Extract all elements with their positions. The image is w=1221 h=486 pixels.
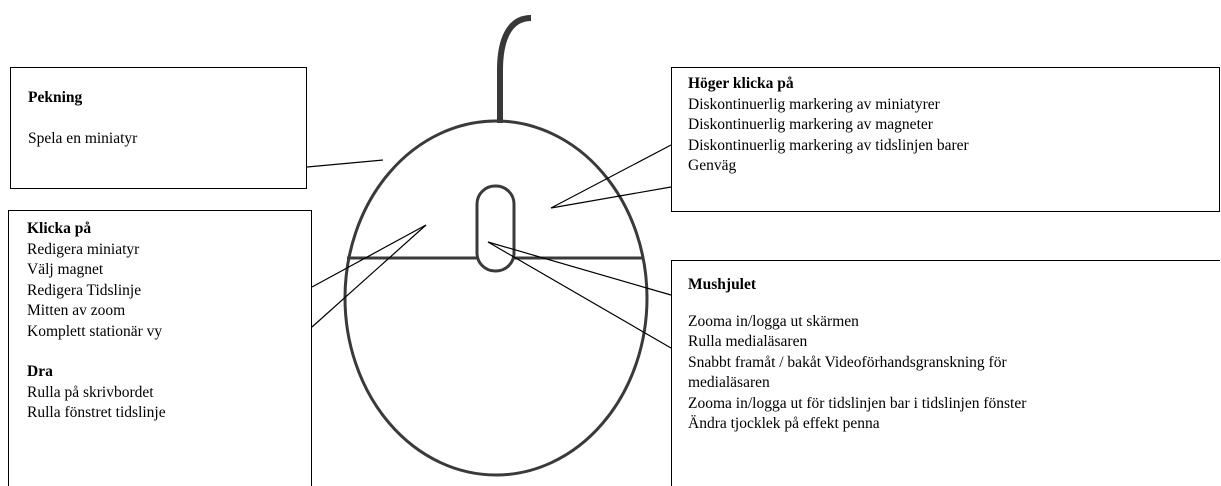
callout-click: Klicka på Redigera miniatyr Välj magnet … (8, 210, 312, 486)
callout-wheel-line: Zooma in/logga ut skärmen (688, 312, 1220, 333)
callout-drag-title: Dra (27, 362, 311, 383)
pointer-right-lower (551, 187, 671, 208)
mouse-scroll-wheel (477, 186, 514, 271)
callout-click-line: Redigera miniatyr (27, 240, 311, 261)
callout-click-line: Välj magnet (27, 260, 311, 281)
callout-wheel-line: Zooma in/logga ut för tidslinjen bar i t… (688, 394, 1220, 415)
callout-pointing-line: Spela en miniatyr (28, 129, 306, 150)
callout-right-click-line: Genväg (688, 156, 1219, 177)
pointer-right-upper (551, 145, 671, 208)
pointer-click-lower (312, 225, 426, 327)
callout-pointing-title: Pekning (28, 88, 306, 109)
callout-wheel-line: medialäsaren (688, 373, 1220, 394)
callout-click-line: Redigera Tidslinje (27, 281, 311, 302)
callout-pointing: Pekning Spela en miniatyr (10, 67, 307, 189)
callout-wheel-title: Mushjulet (688, 275, 1220, 296)
mouse-body (345, 121, 647, 475)
callout-drag-line: Rulla fönstret tidslinje (27, 403, 311, 424)
callout-right-click: Höger klicka på Diskontinuerlig markerin… (671, 67, 1220, 212)
callout-right-click-line: Diskontinuerlig markering av magneter (688, 115, 1219, 136)
pointer-pointing (307, 160, 383, 167)
callout-right-click-title: Höger klicka på (688, 74, 1219, 95)
callout-right-click-line: Diskontinuerlig markering av tidslinjen … (688, 136, 1219, 157)
callout-click-line: Mitten av zoom (27, 301, 311, 322)
callout-drag-line: Rulla på skrivbordet (27, 383, 311, 404)
callout-click-title: Klicka på (27, 219, 311, 240)
mouse-cable (500, 18, 531, 123)
callout-right-click-line: Diskontinuerlig markering av miniatyrer (688, 95, 1219, 116)
callout-wheel-line: Rulla medialäsaren (688, 332, 1220, 353)
callout-wheel: Mushjulet Zooma in/logga ut skärmen Rull… (671, 260, 1220, 486)
callout-click-line: Komplett stationär vy (27, 322, 311, 343)
pointer-click-upper (312, 225, 426, 287)
callout-wheel-line: Ändra tjocklek på effekt penna (688, 414, 1220, 435)
callout-wheel-line: Snabbt framåt / bakåt Videoförhandsgrans… (688, 353, 1220, 374)
